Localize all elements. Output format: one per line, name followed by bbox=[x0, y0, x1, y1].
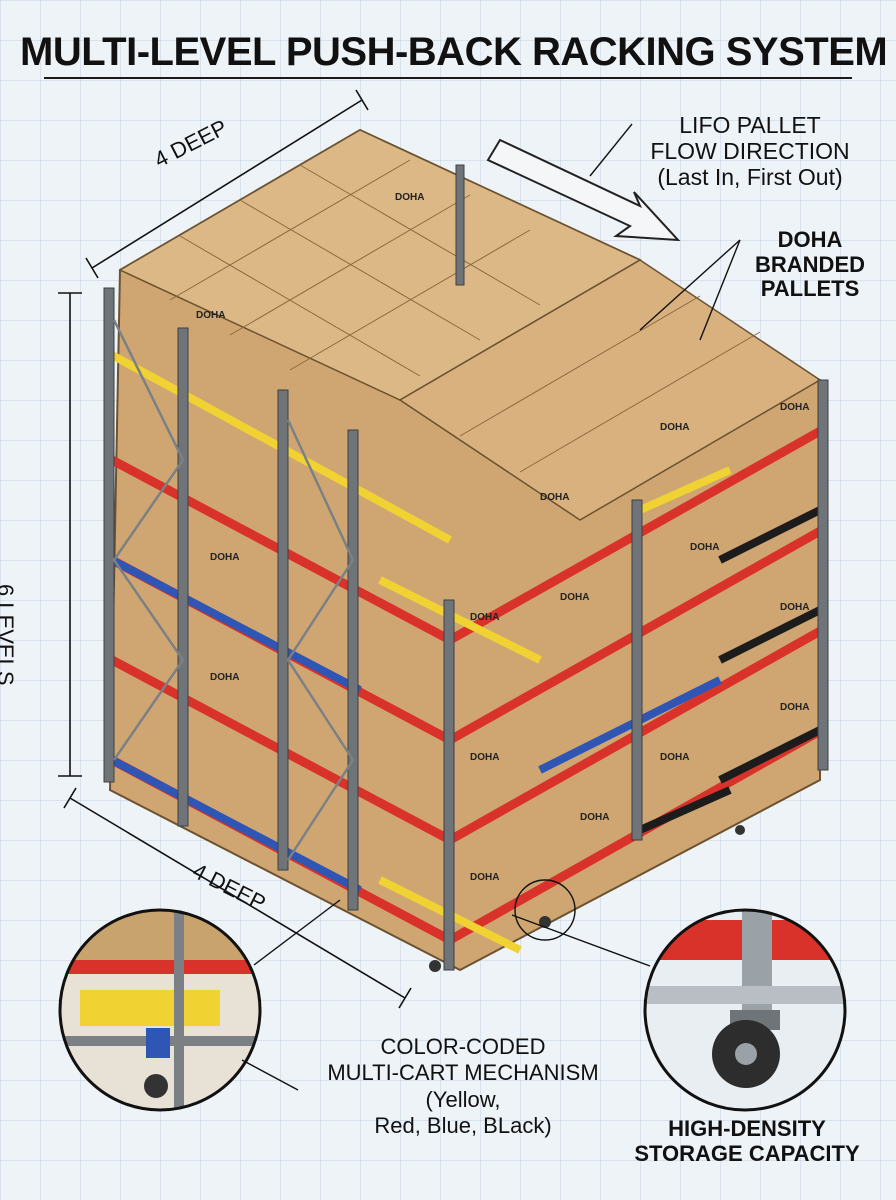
dimension-levels-line bbox=[58, 292, 82, 777]
blue-carts bbox=[110, 556, 722, 894]
svg-text:DOHA: DOHA bbox=[540, 492, 569, 503]
black-carts bbox=[638, 506, 822, 834]
levels-label: 6 LEVELS bbox=[0, 584, 18, 686]
lifo-leader-line bbox=[589, 123, 633, 177]
svg-text:DOHA: DOHA bbox=[660, 422, 689, 433]
svg-text:DOHA: DOHA bbox=[560, 592, 589, 603]
page-title: MULTI-LEVEL PUSH-BACK RACKING SYSTEM bbox=[20, 30, 888, 74]
svg-text:DOHA: DOHA bbox=[780, 702, 809, 713]
svg-text:DOHA: DOHA bbox=[660, 752, 689, 763]
flow-direction-arrow bbox=[486, 138, 681, 242]
rack-uprights bbox=[103, 164, 829, 971]
high-density-line-1: HIGH-DENSITY bbox=[668, 1116, 826, 1141]
color-coded-line-2: MULTI-CART MECHANISM bbox=[327, 1060, 599, 1086]
lifo-line-1: LIFO PALLET bbox=[679, 112, 821, 138]
svg-text:DOHA: DOHA bbox=[210, 552, 239, 563]
cross-bracing bbox=[112, 319, 355, 861]
color-coded-callout: COLOR-CODED MULTI-CART MECHANISM (Yellow… bbox=[298, 1034, 628, 1140]
svg-text:DOHA: DOHA bbox=[470, 752, 499, 763]
detail-right-wheel bbox=[511, 879, 847, 1112]
lifo-line-3: (Last In, First Out) bbox=[657, 163, 843, 190]
caster-wheel-icon bbox=[429, 825, 745, 972]
lifo-callout: LIFO PALLET FLOW DIRECTION (Last In, Fir… bbox=[630, 112, 870, 190]
svg-text:DOHA: DOHA bbox=[395, 192, 424, 203]
title-underline bbox=[44, 77, 852, 79]
color-coded-line-3: (Yellow, bbox=[425, 1086, 501, 1112]
svg-text:DOHA: DOHA bbox=[580, 812, 609, 823]
color-coded-line-1: COLOR-CODED bbox=[380, 1034, 546, 1059]
svg-text:DOHA: DOHA bbox=[210, 672, 239, 683]
branded-leader-lines bbox=[639, 239, 741, 341]
high-density-line-2: STORAGE CAPACITY bbox=[634, 1140, 860, 1166]
branded-callout: DOHA BRANDED PALLETS bbox=[740, 227, 880, 302]
svg-text:DOHA: DOHA bbox=[470, 612, 499, 623]
branded-line-3: PALLETS bbox=[760, 276, 860, 302]
doha-box-labels: DOHA DOHA DOHA DOHA DOHA DOHA DOHA DOHA … bbox=[196, 192, 809, 883]
color-coded-line-4: Red, Blue, BLack) bbox=[374, 1113, 552, 1139]
detail-left-cart bbox=[58, 899, 341, 1112]
branded-line-2: BRANDED bbox=[755, 251, 865, 277]
dimension-bottom-depth-line bbox=[63, 787, 412, 1009]
dimension-top-depth-line bbox=[85, 89, 369, 279]
high-density-callout: HIGH-DENSITY STORAGE CAPACITY bbox=[622, 1116, 872, 1166]
svg-text:DOHA: DOHA bbox=[196, 310, 225, 321]
svg-text:DOHA: DOHA bbox=[780, 402, 809, 413]
svg-text:DOHA: DOHA bbox=[690, 542, 719, 553]
svg-text:DOHA: DOHA bbox=[470, 872, 499, 883]
lifo-line-2: FLOW DIRECTION bbox=[650, 137, 850, 164]
svg-text:DOHA: DOHA bbox=[780, 602, 809, 613]
branded-line-1: DOHA bbox=[777, 227, 843, 252]
